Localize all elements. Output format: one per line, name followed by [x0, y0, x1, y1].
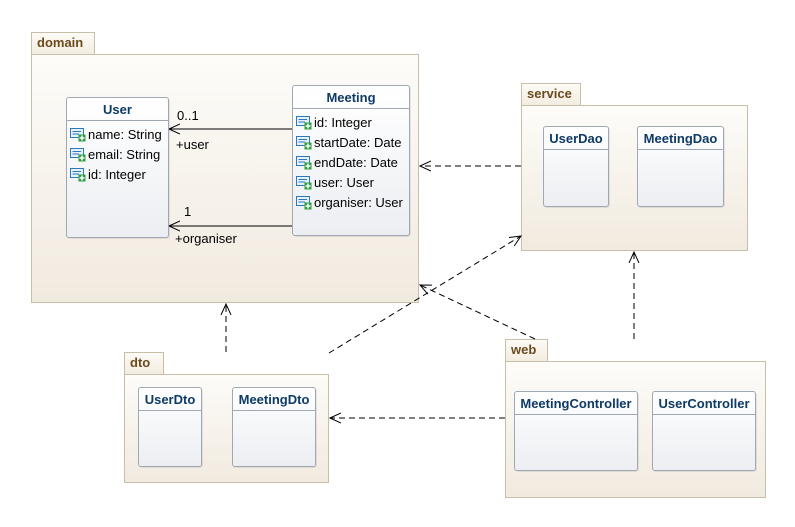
dto-package-label: dto: [130, 355, 151, 370]
user-dto-class-name: UserDto: [139, 388, 201, 411]
user-class-name: User: [67, 98, 168, 121]
service-package-tab[interactable]: service: [521, 83, 581, 105]
user-attribute[interactable]: id: Integer: [70, 167, 146, 182]
meeting-dto-class[interactable]: MeetingDto: [232, 387, 316, 467]
organiser-role: +organiser: [175, 231, 237, 246]
user-dto-class[interactable]: UserDto: [138, 387, 202, 467]
meeting-controller-class-name: MeetingController: [515, 392, 637, 415]
user-attribute-label: email: String: [88, 147, 161, 162]
meeting-attribute[interactable]: organiser: User: [296, 195, 403, 210]
attribute-icon: [296, 175, 312, 190]
meeting-dao-class[interactable]: MeetingDao: [637, 126, 724, 207]
dto-to-service-dependency: [328, 236, 521, 354]
domain-package-label: domain: [37, 35, 84, 50]
meeting-controller-class[interactable]: MeetingController: [514, 391, 638, 471]
meeting-attribute-label: endDate: Date: [314, 155, 398, 170]
user-dao-class-name: UserDao: [544, 127, 608, 150]
web-package-tab[interactable]: web: [505, 339, 548, 361]
attribute-icon: [70, 127, 86, 142]
attribute-icon: [296, 135, 312, 150]
attribute-icon: [296, 155, 312, 170]
meeting-attribute[interactable]: startDate: Date: [296, 135, 401, 150]
meeting-dto-class-name: MeetingDto: [233, 388, 315, 411]
dto-package-tab[interactable]: dto: [124, 352, 164, 374]
meeting-attribute-label: startDate: Date: [314, 135, 402, 150]
meeting-attribute[interactable]: endDate: Date: [296, 155, 398, 170]
user-attribute-label: id: Integer: [88, 167, 146, 182]
meeting-dao-class-name: MeetingDao: [638, 127, 723, 150]
attribute-icon: [296, 195, 312, 210]
user-attribute-label: name: String: [88, 127, 162, 142]
user-attribute[interactable]: name: String: [70, 127, 162, 142]
meeting-class-name: Meeting: [293, 86, 409, 109]
user-multiplicity: 0..1: [177, 108, 199, 123]
web-to-domain-dependency: [420, 285, 536, 340]
meeting-attribute[interactable]: user: User: [296, 175, 374, 190]
user-controller-class[interactable]: UserController: [652, 391, 756, 471]
meeting-attribute-label: organiser: User: [314, 195, 403, 210]
user-dao-class[interactable]: UserDao: [543, 126, 609, 207]
attribute-icon: [70, 167, 86, 182]
attribute-icon: [296, 115, 312, 130]
meeting-attribute-label: user: User: [314, 175, 374, 190]
attribute-icon: [70, 147, 86, 162]
meeting-class[interactable]: Meeting: [292, 85, 410, 236]
meeting-attribute-label: id: Integer: [314, 115, 372, 130]
meeting-attribute[interactable]: id: Integer: [296, 115, 372, 130]
service-package-label: service: [527, 86, 572, 101]
web-package-label: web: [511, 342, 537, 357]
user-controller-class-name: UserController: [653, 392, 755, 415]
user-role: +user: [176, 137, 209, 152]
domain-package-tab[interactable]: domain: [31, 32, 95, 54]
user-attribute[interactable]: email: String: [70, 147, 160, 162]
organiser-multiplicity: 1: [184, 204, 192, 219]
